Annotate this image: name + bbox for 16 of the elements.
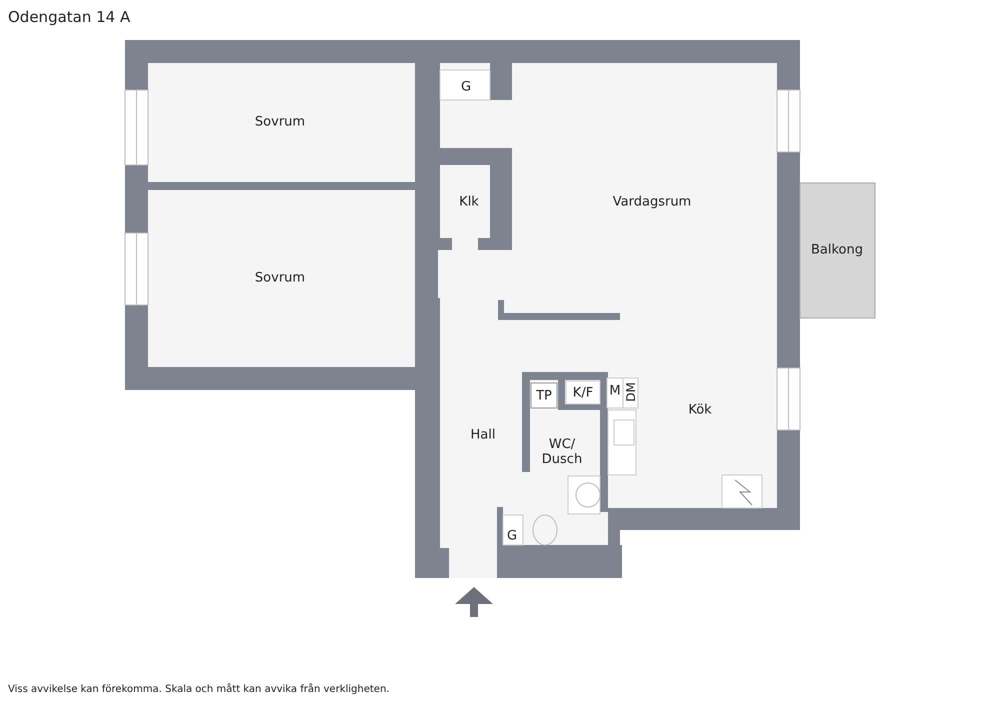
room-label: Kök	[688, 402, 712, 418]
room-label: Vardagsrum	[612, 194, 692, 210]
room-label: Hall	[470, 428, 496, 442]
disclaimer-note: Viss avvikelse kan förekomma. Skala och mått kan avvika från verkligheten.	[8, 684, 390, 695]
fixture-label: K/F	[572, 386, 594, 400]
room-label: Balkong	[811, 242, 863, 258]
room-label: Klk	[459, 194, 479, 210]
address-title: Odengatan 14 A	[8, 8, 130, 26]
closet-label: G	[460, 80, 472, 94]
fixture-label: TP	[536, 388, 552, 404]
room-label: Sovrum	[254, 114, 306, 130]
fixture-label: M	[609, 384, 621, 398]
fixture-label: DM	[624, 382, 638, 402]
room-label: WC/ Dusch	[540, 437, 584, 467]
room-label: Sovrum	[254, 270, 306, 286]
closet-label: G	[506, 528, 518, 544]
